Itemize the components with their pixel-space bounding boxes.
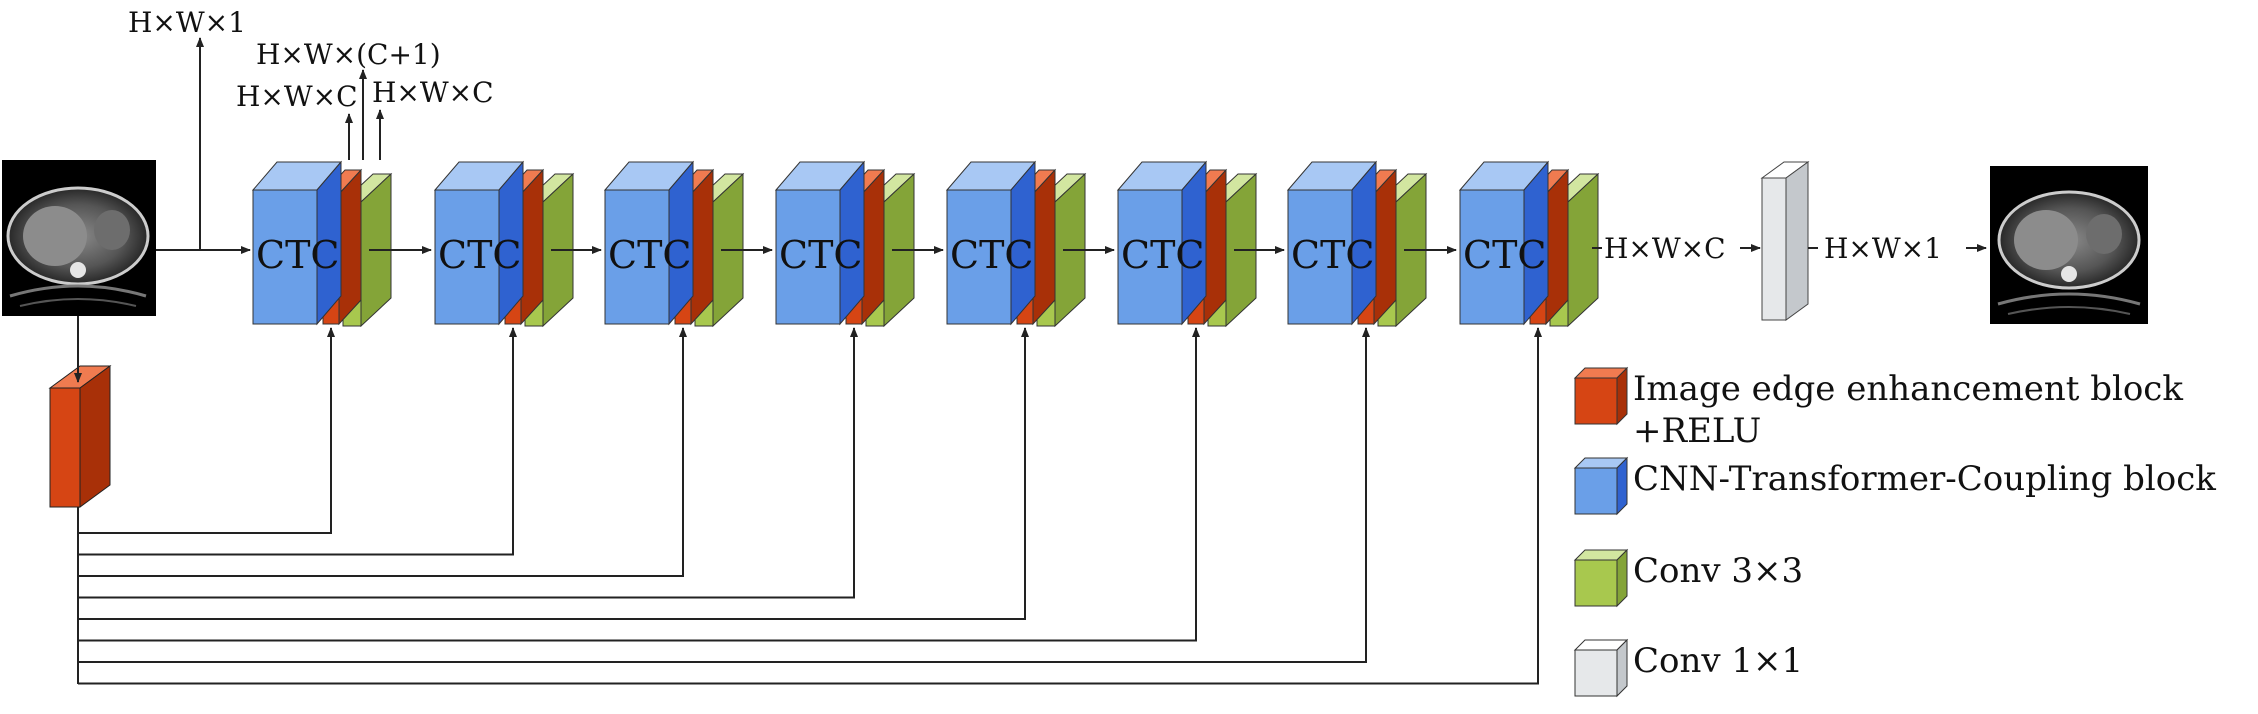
ctc-unit: CTC — [1116, 160, 1258, 328]
ctc-block — [251, 160, 343, 326]
legend: Image edge enhancement block+RELU CNN-Tra… — [1573, 366, 2216, 698]
ctc-unit: CTC — [603, 160, 745, 328]
legend-label-conv1: Conv 1×1 — [1633, 641, 1803, 681]
skip-connection — [78, 327, 1370, 663]
legend-swatch-ctc — [1573, 456, 1629, 516]
ctc-label: CTC — [1463, 233, 1547, 277]
ctc-unit: CTC — [251, 160, 393, 328]
ctc-block — [1116, 160, 1208, 326]
legend-label-edge: Image edge enhancement block — [1633, 369, 2183, 409]
skip-connection — [78, 327, 687, 577]
ctc-label: CTC — [1121, 233, 1205, 277]
skip-connection — [78, 327, 335, 534]
legend-item-edge: Image edge enhancement block+RELU — [1573, 366, 2183, 451]
ctc-unit: CTC — [433, 160, 575, 328]
output-ct-image — [1990, 166, 2148, 324]
ctc-block-chain: CTC CTC CTC CTC CTC CTC CTC CTC — [251, 160, 1600, 328]
ctc-block — [1286, 160, 1378, 326]
legend-label-ctc: CNN-Transformer-Coupling block — [1633, 459, 2216, 499]
ctc-block — [433, 160, 525, 326]
skip-connection — [78, 327, 1200, 642]
ctc-block — [1458, 160, 1550, 326]
legend-item-ctc: CNN-Transformer-Coupling block — [1573, 456, 2216, 516]
ctc-label: CTC — [950, 233, 1034, 277]
label-out-hw1-top: H×W×1 — [128, 6, 246, 39]
input-edge-block — [48, 365, 112, 508]
ctc-unit: CTC — [945, 160, 1087, 328]
ctc-label: CTC — [256, 233, 340, 277]
skip-connection — [78, 327, 517, 556]
legend-swatch-edge — [1573, 366, 1629, 426]
legend-label-conv3: Conv 3×3 — [1633, 551, 1803, 591]
skip-connection — [78, 327, 858, 599]
label-out-hwc-right: H×W×C — [372, 76, 494, 109]
label-after-conv1: H×W×1 — [1824, 232, 1942, 265]
conv1x1-block — [1760, 161, 1810, 321]
ctc-unit: CTC — [1286, 160, 1428, 328]
ctc-unit: CTC — [1458, 160, 1600, 328]
legend-item-conv1: Conv 1×1 — [1573, 638, 1803, 698]
skip-connection — [78, 327, 1542, 685]
ctc-block — [945, 160, 1037, 326]
input-ct-image — [2, 160, 156, 316]
legend-item-conv3: Conv 3×3 — [1573, 548, 1803, 608]
label-out-hwc1: H×W×(C+1) — [256, 38, 441, 71]
output-stage: H×W×C H×W×1 — [1592, 161, 1987, 321]
ctc-label: CTC — [608, 233, 692, 277]
ctc-label: CTC — [779, 233, 863, 277]
ctc-block — [774, 160, 866, 326]
legend-swatch-conv1 — [1573, 638, 1629, 698]
legend-label-edge: +RELU — [1633, 411, 1761, 451]
ctc-label: CTC — [1291, 233, 1375, 277]
edge-skip-connections — [78, 327, 1542, 685]
legend-swatch-conv3 — [1573, 548, 1629, 608]
skip-connection — [78, 327, 1029, 620]
label-out-hwc-left: H×W×C — [236, 80, 358, 113]
ctc-unit: CTC — [774, 160, 916, 328]
ctc-label: CTC — [438, 233, 522, 277]
ctc-block — [603, 160, 695, 326]
input-connectors — [74, 37, 384, 684]
label-after-blocks: H×W×C — [1604, 232, 1726, 265]
